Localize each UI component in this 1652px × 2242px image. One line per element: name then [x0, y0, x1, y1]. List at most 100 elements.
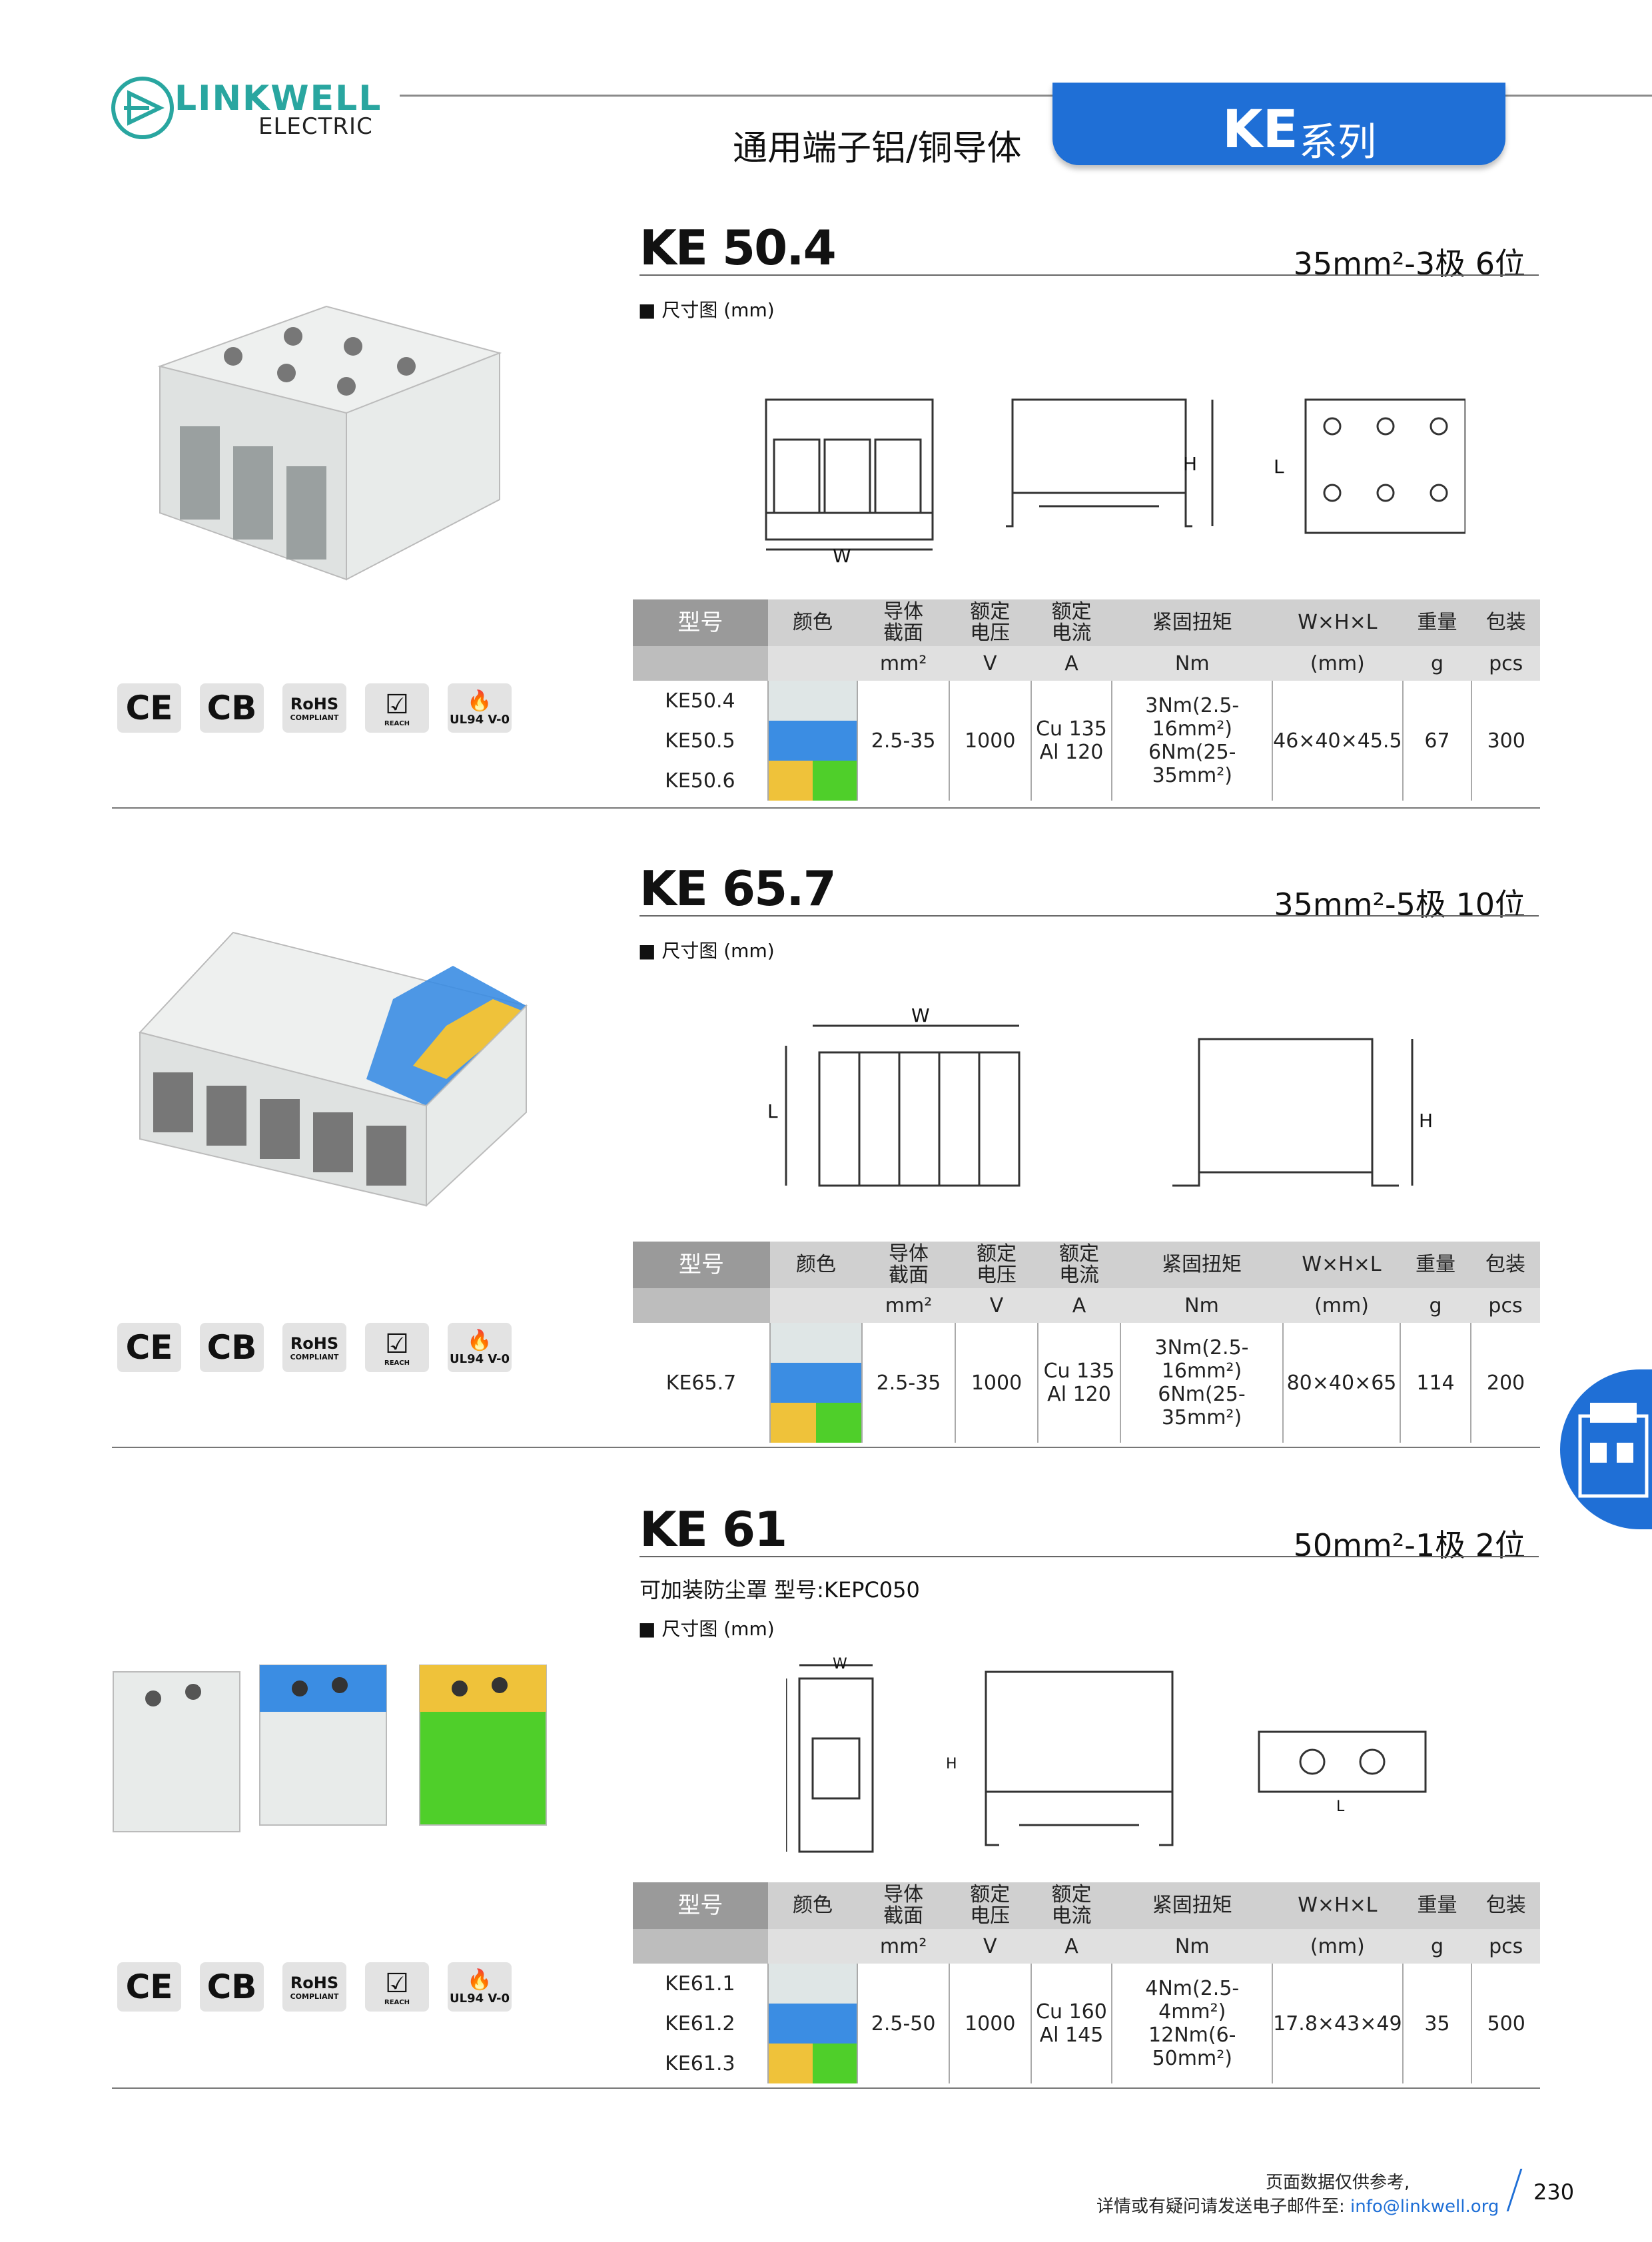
color-swatch-light: [769, 1323, 862, 1363]
col-voltage: 额定 电压: [955, 1242, 1038, 1288]
col-model: 型号: [633, 1242, 770, 1288]
pack-value: 200: [1470, 1323, 1540, 1443]
model-cell: KE61.1: [665, 1972, 735, 1996]
col-section: 导体 截面: [857, 1882, 949, 1929]
torque-2: 12Nm(6-50mm²): [1148, 2024, 1236, 2070]
dimension-drawings: [785, 1659, 1439, 1858]
side-tab: [1560, 1369, 1652, 1529]
torque-1: 3Nm(2.5-16mm²): [1145, 694, 1240, 741]
check-icon: ☑: [385, 689, 409, 720]
footer-email[interactable]: info@linkwell.org: [1350, 2197, 1499, 2217]
color-swatch-yellow-green: [767, 2044, 858, 2083]
unit-dims: (mm): [1283, 1288, 1400, 1323]
color-swatch-light: [767, 1964, 858, 2004]
unit-section: mm²: [857, 1929, 949, 1964]
unit-model: [633, 646, 768, 681]
col-color: 颜色: [770, 1242, 862, 1288]
torque-2: 6Nm(25-35mm²): [1158, 1383, 1246, 1429]
model-cell: KE61.2: [665, 2012, 735, 2036]
reach-label: REACH: [384, 1998, 410, 2006]
col-current: 额定 电流: [1038, 1242, 1120, 1288]
dim-label-l: L: [767, 1100, 778, 1122]
section-rule: [639, 1556, 1539, 1557]
ul94-label: UL94 V-0: [449, 1352, 510, 1366]
dim-label-l: L: [1336, 1798, 1345, 1815]
section-rule: [639, 274, 1539, 276]
check-icon: ☑: [385, 1968, 409, 1999]
reach-label: REACH: [384, 719, 410, 727]
section-value: 2.5-35: [857, 681, 949, 801]
unit-pack: pcs: [1471, 1929, 1540, 1964]
ul94-mark: 🔥UL94 V-0: [448, 683, 512, 733]
ce-mark: CE: [117, 683, 181, 733]
section-spec: 35mm²-3极 6位: [1293, 246, 1525, 282]
col-voltage: 额定 电压: [949, 1882, 1031, 1929]
brand-name: LINKWELL: [175, 79, 382, 119]
col-pack: 包装: [1471, 599, 1540, 646]
unit-voltage: V: [949, 1929, 1031, 1964]
current-cu: Cu 160: [1036, 2000, 1107, 2024]
section-divider: [112, 2087, 1540, 2089]
section-divider: [112, 807, 1540, 809]
dimension-drawings: [733, 386, 1467, 560]
unit-weight: g: [1402, 646, 1472, 681]
cb-mark: CB: [200, 1323, 264, 1372]
dimension-title: ■ 尺寸图 (mm): [638, 299, 775, 321]
voltage-value: 1000: [949, 681, 1031, 801]
reach-mark: ☑REACH: [365, 1962, 429, 2012]
dim-label-w: W: [833, 545, 851, 567]
col-dims: W×H×L: [1283, 1242, 1400, 1288]
col-dims: W×H×L: [1272, 599, 1403, 646]
unit-current: A: [1031, 1929, 1112, 1964]
weight-value: 67: [1402, 681, 1472, 801]
unit-torque: Nm: [1120, 1288, 1283, 1323]
flame-icon: 🔥: [467, 689, 492, 713]
current-value: Cu 135 Al 120: [1030, 681, 1112, 801]
terminal-block-icon: [1578, 1403, 1649, 1498]
series-label: 系列: [1299, 119, 1377, 165]
ul94-label: UL94 V-0: [449, 713, 510, 727]
accessory-note: 可加装防尘罩 型号:KEPC050: [639, 1577, 920, 1603]
col-torque: 紧固扭矩: [1120, 1242, 1283, 1288]
dim-label-h: H: [1183, 453, 1198, 475]
col-torque: 紧固扭矩: [1112, 1882, 1273, 1929]
page-number: 230: [1533, 2179, 1575, 2205]
color-swatch-blue: [769, 1363, 862, 1403]
ul94-label: UL94 V-0: [449, 1992, 510, 2006]
model-cell: KE50.6: [665, 769, 735, 793]
dimension-drawings: [773, 1012, 1439, 1199]
color-swatch-blue: [767, 721, 858, 761]
dim-label-l: L: [1274, 456, 1284, 478]
unit-section: mm²: [857, 646, 949, 681]
unit-model: [633, 1929, 768, 1964]
check-icon: ☑: [385, 1328, 409, 1359]
footer-contact: 详情或有疑问请发送电子邮件至: info@linkwell.org: [1096, 2193, 1499, 2217]
spec-table: 型号 颜色 导体 截面 额定 电压 额定 电流 紧固扭矩 W×H×L 重量 包装…: [633, 599, 1540, 801]
section-title: KE 61: [639, 1501, 787, 1557]
dims-value: 17.8×43×49: [1272, 1964, 1403, 2083]
dim-label-w: W: [911, 1004, 930, 1026]
weight-value: 114: [1400, 1323, 1471, 1443]
pack-value: 500: [1471, 1964, 1540, 2083]
col-color: 颜色: [767, 599, 858, 646]
section-value: 2.5-50: [857, 1964, 949, 2083]
cb-mark: CB: [200, 1962, 264, 2012]
torque-1: 4Nm(2.5-4mm²): [1145, 1977, 1240, 2024]
rohs-label: RoHS: [290, 694, 339, 713]
flame-icon: 🔥: [467, 1968, 492, 1992]
col-weight: 重量: [1402, 599, 1472, 646]
dimension-title: ■ 尺寸图 (mm): [638, 1618, 775, 1640]
torque-value: 3Nm(2.5-16mm²) 6Nm(25-35mm²): [1120, 1323, 1283, 1443]
section-rule: [639, 915, 1539, 917]
model-cell: KE65.7: [665, 1371, 737, 1395]
col-voltage: 额定 电压: [949, 599, 1031, 646]
section-spec: 35mm²-5极 10位: [1274, 887, 1525, 923]
series-tab: [1052, 83, 1505, 165]
unit-color: [767, 1929, 858, 1964]
rohs-label: RoHS: [290, 1333, 339, 1353]
pack-value: 300: [1471, 681, 1540, 801]
